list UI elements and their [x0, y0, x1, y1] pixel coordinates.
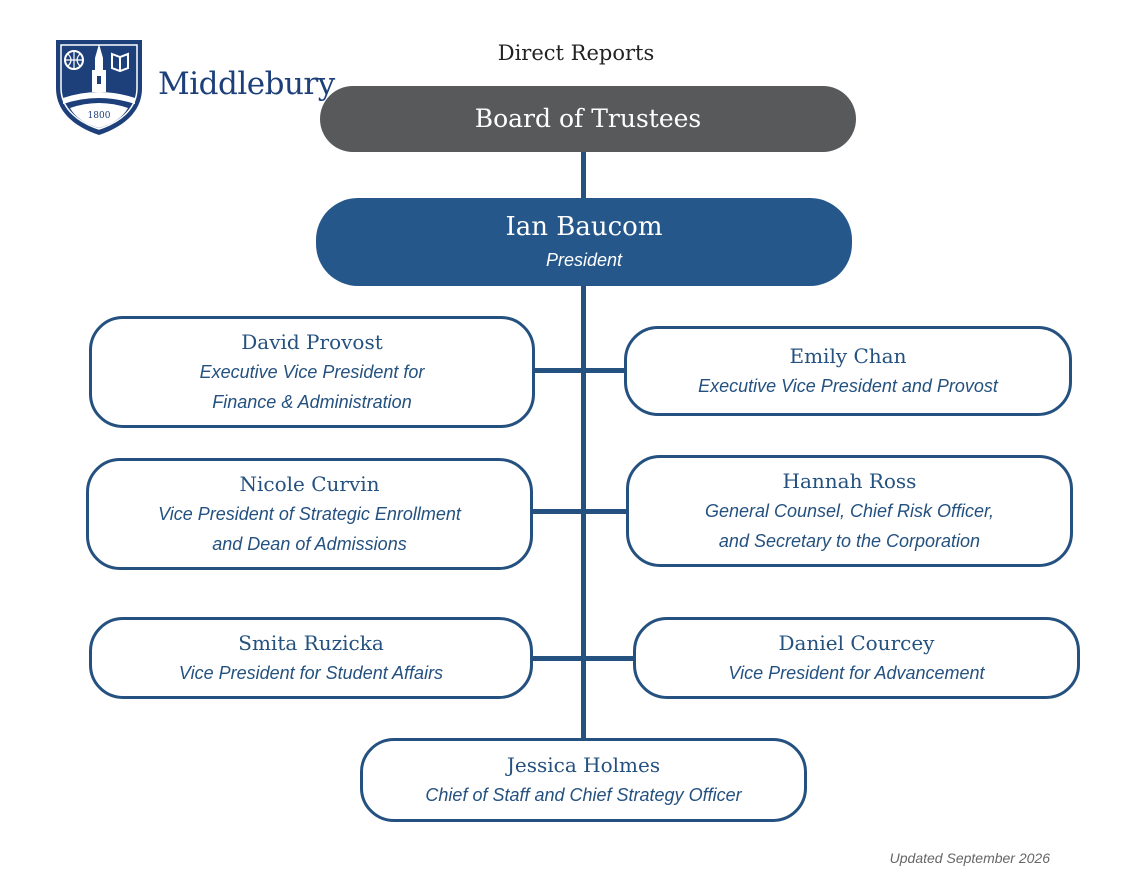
- president-name: Ian Baucom: [505, 212, 663, 242]
- page-heading: Direct Reports: [497, 41, 655, 65]
- report-box-daniel-courcey: Daniel Courcey Vice President for Advanc…: [633, 617, 1080, 699]
- report-box-nicole-curvin: Nicole Curvin Vice President of Strategi…: [86, 458, 533, 570]
- report-title-line: Vice President for Student Affairs: [178, 663, 444, 683]
- president-title: President: [545, 250, 623, 270]
- report-name: Jessica Holmes: [506, 753, 661, 777]
- report-title-line: Chief of Staff and Chief Strategy Office…: [425, 785, 742, 805]
- report-name: Emily Chan: [789, 344, 907, 368]
- president-box: Ian Baucom President: [316, 198, 852, 286]
- report-title-line: Executive Vice President and Provost: [698, 376, 998, 396]
- report-name: Hannah Ross: [782, 469, 917, 493]
- report-name: Smita Ruzicka: [238, 631, 384, 655]
- report-title-line: and Secretary to the Corporation: [718, 531, 981, 551]
- connector-row-2: [531, 509, 629, 514]
- report-title-line: Vice President for Advancement: [728, 663, 985, 683]
- report-title-line: Finance & Administration: [212, 392, 412, 412]
- report-title-line: Executive Vice President for: [199, 362, 425, 382]
- updated-note: Updated September 2026: [889, 850, 1050, 866]
- connector-row-3: [531, 656, 635, 661]
- report-title-line: General Counsel, Chief Risk Officer,: [704, 501, 995, 521]
- report-box-hannah-ross: Hannah Ross General Counsel, Chief Risk …: [626, 455, 1073, 567]
- shield-crest-icon: 1800: [56, 40, 142, 135]
- report-name: Nicole Curvin: [239, 472, 380, 496]
- report-box-jessica-holmes: Jessica Holmes Chief of Staff and Chief …: [360, 738, 807, 822]
- board-of-trustees-box: Board of Trustees: [320, 86, 856, 152]
- report-box-smita-ruzicka: Smita Ruzicka Vice President for Student…: [89, 617, 533, 699]
- report-name: Daniel Courcey: [778, 631, 935, 655]
- report-title-line: and Dean of Admissions: [212, 534, 407, 554]
- board-name: Board of Trustees: [474, 104, 702, 133]
- report-title-line: Vice President of Strategic Enrollment: [158, 504, 461, 524]
- connector-row-1: [533, 368, 627, 373]
- connector-trunk: [581, 150, 586, 740]
- report-name: David Provost: [241, 330, 383, 354]
- report-box-david-provost: David Provost Executive Vice President f…: [89, 316, 535, 428]
- logo-year: 1800: [88, 111, 111, 121]
- middlebury-logo: 1800 Middlebury: [54, 38, 335, 138]
- report-box-emily-chan: Emily Chan Executive Vice President and …: [624, 326, 1072, 416]
- logo-wordmark: Middlebury: [158, 66, 335, 102]
